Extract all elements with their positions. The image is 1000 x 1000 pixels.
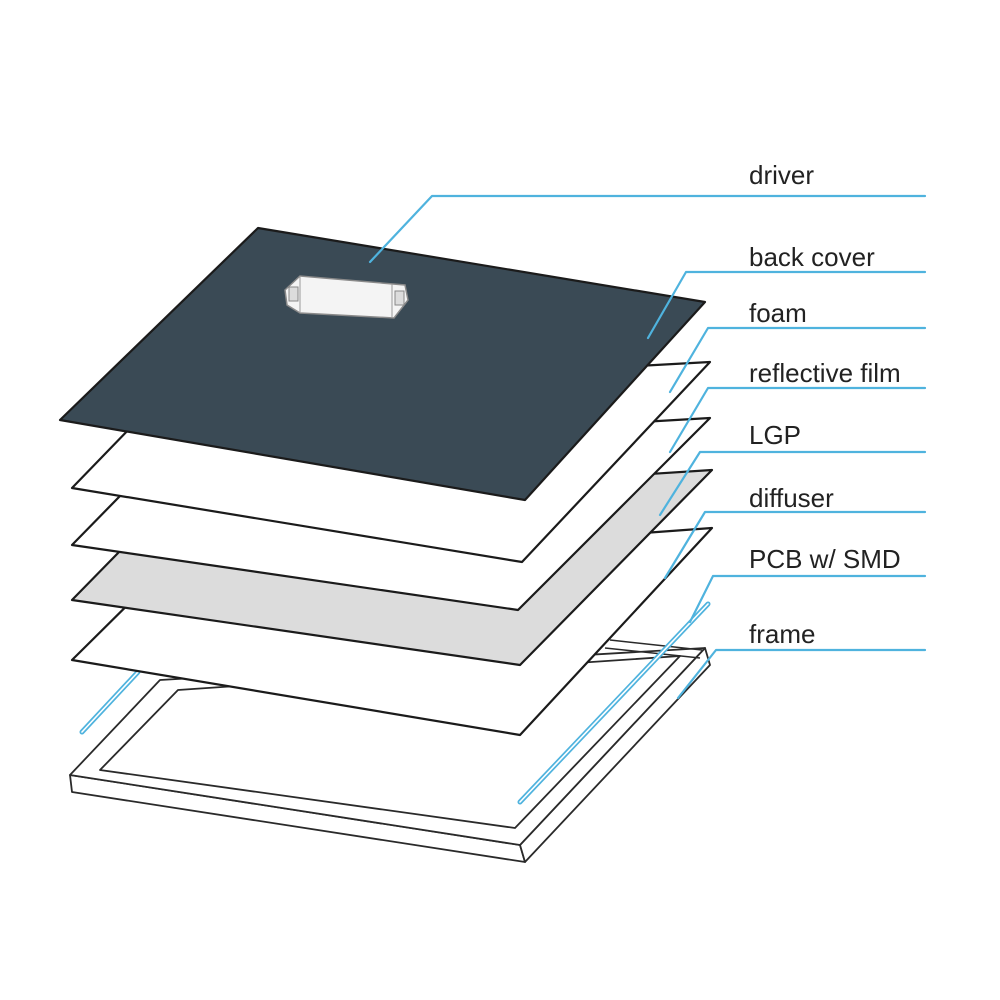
leader-lines	[368, 194, 927, 700]
leader-reflective-film	[668, 386, 927, 454]
leader-diffuser	[663, 510, 927, 580]
leader-pcb	[688, 574, 927, 624]
label-frame: frame	[749, 619, 815, 649]
label-back-cover: back cover	[749, 242, 875, 272]
pcb-strips	[79, 601, 711, 805]
pcb-strip-right-core	[519, 603, 709, 803]
leader-driver	[368, 194, 927, 264]
leader-foam	[668, 326, 927, 394]
leader-lgp	[658, 450, 927, 517]
label-driver: driver	[749, 160, 814, 190]
label-reflective-film: reflective film	[749, 358, 901, 388]
labels: driver back cover foam reflective film L…	[749, 160, 901, 649]
leader-frame	[676, 648, 927, 700]
back-cover-sheet	[58, 226, 707, 502]
leader-back-cover	[646, 270, 927, 340]
driver-terminal-left	[288, 286, 299, 302]
driver-box	[284, 275, 409, 319]
pcb-strip-left-core	[81, 671, 139, 733]
label-diffuser: diffuser	[749, 483, 834, 513]
label-lgp: LGP	[749, 420, 801, 450]
label-foam: foam	[749, 298, 807, 328]
frame-inner-edge-2	[609, 639, 703, 651]
frame-inner-edge	[604, 647, 701, 659]
driver-body	[284, 275, 409, 319]
label-pcb: PCB w/ SMD	[749, 544, 901, 574]
driver-terminal-right	[394, 290, 405, 306]
